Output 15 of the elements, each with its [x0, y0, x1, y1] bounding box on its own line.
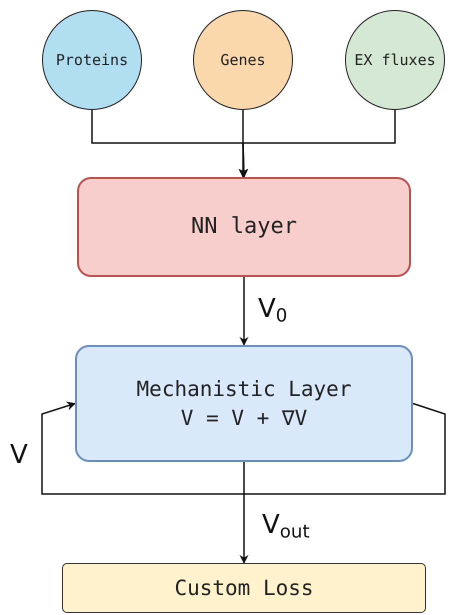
node-text: Genes — [220, 50, 266, 70]
layer-box — [75, 345, 413, 462]
arrow — [238, 110, 248, 178]
node-text: Mechanistic Layer — [136, 376, 352, 404]
node-text: EX fluxes — [354, 50, 436, 70]
node-text: V = V + ∇V — [180, 404, 308, 432]
node-text: NN layer — [191, 213, 297, 242]
loss-box — [62, 563, 426, 613]
arrow — [41, 402, 446, 495]
node-text: Custom Loss — [174, 574, 314, 602]
arrow — [240, 277, 248, 346]
arrow — [240, 462, 248, 564]
arrow — [239, 110, 396, 178]
node-text: Proteins — [56, 50, 128, 70]
layer-box — [77, 177, 411, 277]
